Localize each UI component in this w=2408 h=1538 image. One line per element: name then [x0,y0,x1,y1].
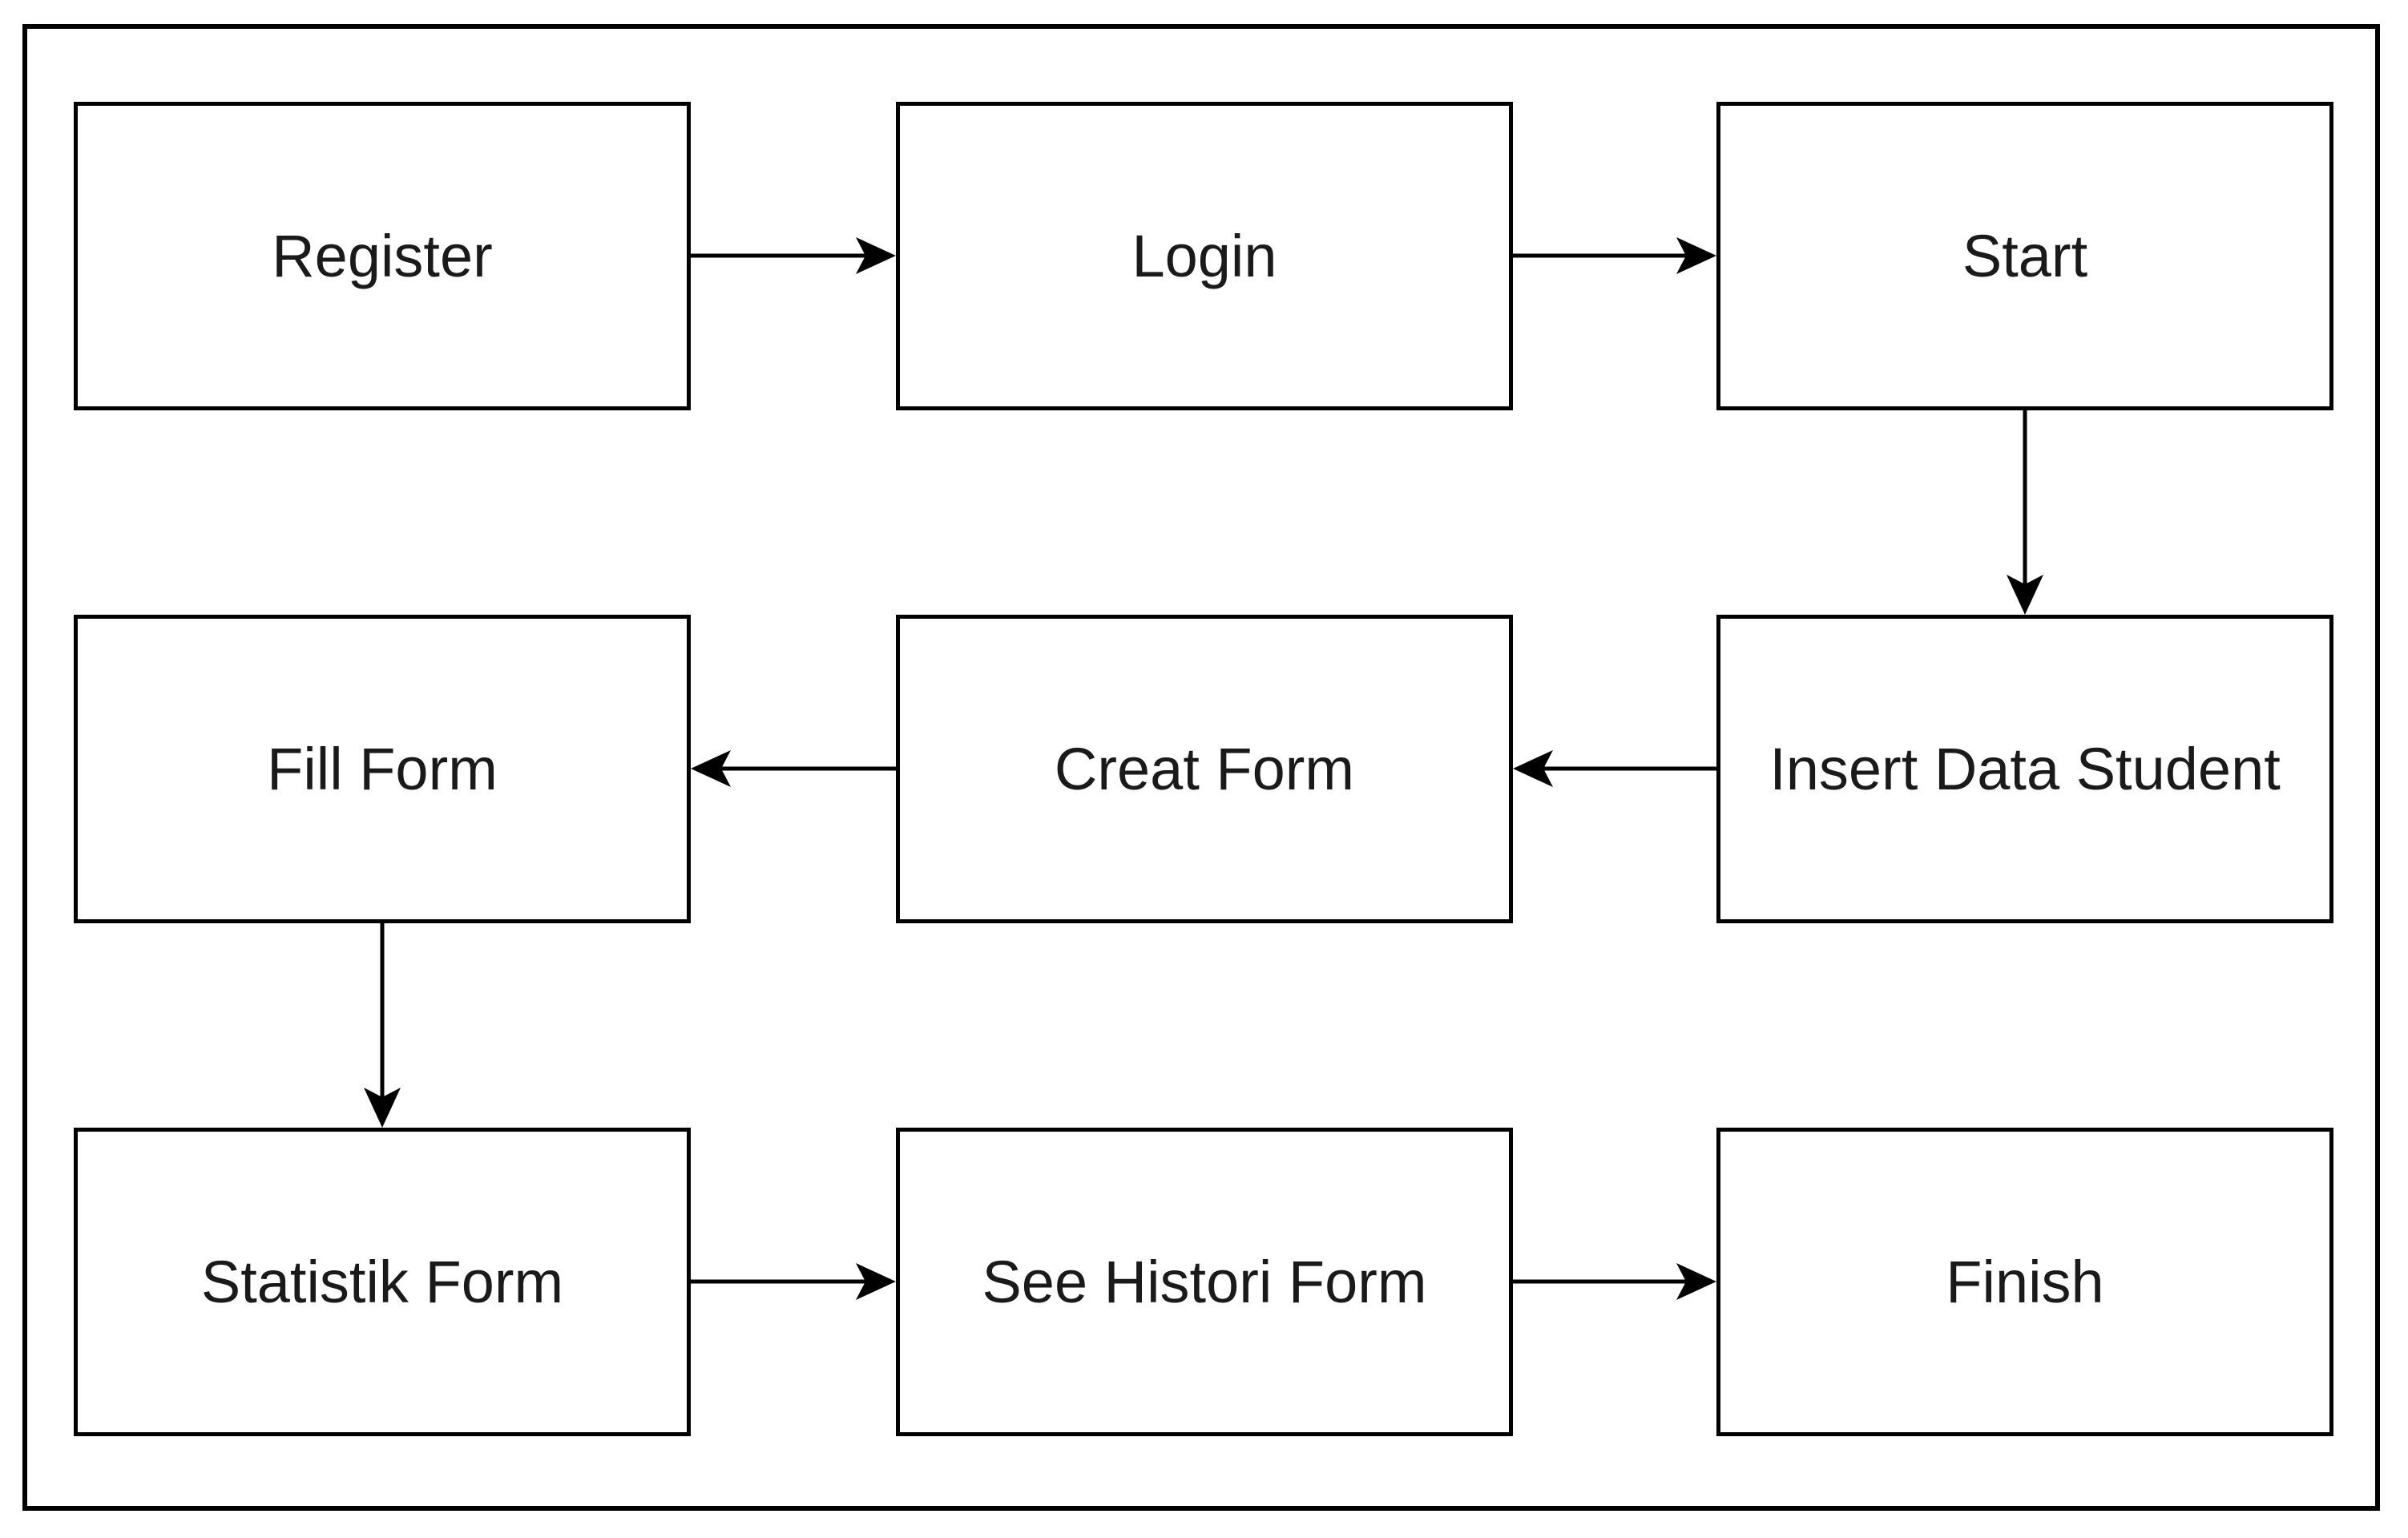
node-finish: Finish [1716,1128,2333,1436]
node-label: Login [1131,222,1277,289]
node-start: Start [1716,102,2333,410]
node-see-histori-form: See Histori Form [896,1128,1513,1436]
node-register: Register [74,102,691,410]
node-login: Login [896,102,1513,410]
node-label: Insert Data Student [1769,735,2281,802]
node-label: Statistik Form [200,1248,564,1315]
node-label: Fill Form [267,735,498,802]
node-label: Start [1962,222,2088,289]
node-creat-form: Creat Form [896,615,1513,923]
node-label: Register [272,222,493,289]
node-fill-form: Fill Form [74,615,691,923]
node-label: Finish [1946,1248,2104,1315]
node-label: See Histori Form [982,1248,1427,1315]
node-label: Creat Form [1054,735,1355,802]
node-statistik-form: Statistik Form [74,1128,691,1436]
node-insert-data-student: Insert Data Student [1716,615,2333,923]
